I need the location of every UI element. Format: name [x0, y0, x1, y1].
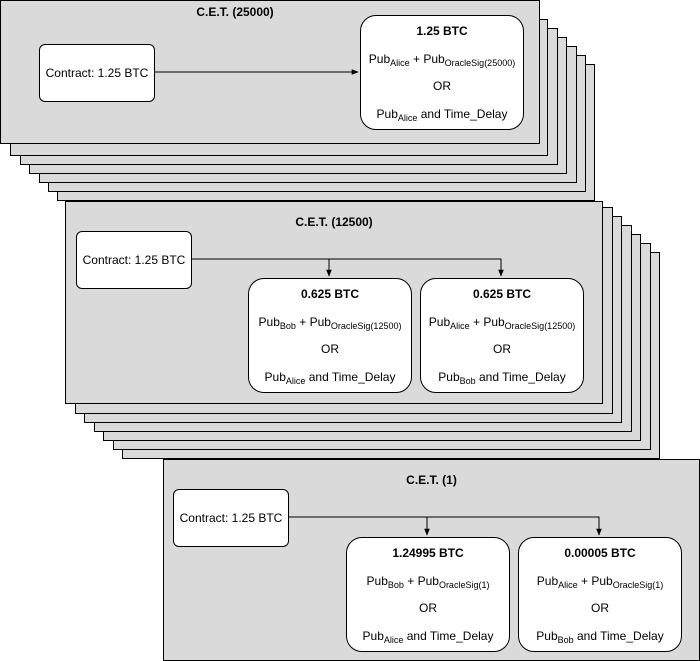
arrow-contract-to-output: [329, 258, 504, 277]
output-condition-timelock: PubAlice and Time_Delay: [264, 370, 396, 386]
output-box: 0.625 BTC PubBob + PubOracleSig(12500) O…: [248, 278, 412, 393]
output-or: OR: [321, 342, 339, 356]
contract-label: Contract: 1.25 BTC: [82, 253, 186, 267]
arrow-contract-to-output: [288, 516, 430, 536]
contract-box: Contract: 1.25 BTC: [173, 489, 289, 547]
output-condition-timelock: PubAlice and Time_Delay: [376, 107, 508, 123]
output-box: 1.24995 BTC PubBob + PubOracleSig(1) OR …: [346, 537, 510, 652]
output-amount: 0.625 BTC: [472, 287, 532, 301]
output-box: 0.625 BTC PubAlice + PubOracleSig(12500)…: [420, 278, 584, 393]
output-or: OR: [433, 79, 451, 93]
output-condition-primary: PubAlice + PubOracleSig(12500): [428, 315, 576, 331]
output-or: OR: [591, 601, 609, 615]
output-condition-timelock: PubAlice and Time_Delay: [362, 629, 494, 645]
panel-title: C.E.T. (1): [406, 473, 457, 487]
output-amount: 1.25 BTC: [416, 24, 468, 38]
output-or: OR: [493, 342, 511, 356]
output-condition-timelock: PubBob and Time_Delay: [536, 629, 664, 645]
output-amount: 0.625 BTC: [300, 287, 360, 301]
output-amount: 1.24995 BTC: [392, 546, 464, 560]
output-amount: 0.00005 BTC: [564, 546, 636, 560]
cet-panel-25000: C.E.T. (25000) Contract: 1.25 BTC 1.25 B…: [0, 0, 540, 144]
output-condition-primary: PubAlice + PubOracleSig(1): [536, 574, 664, 590]
output-condition-primary: PubAlice + PubOracleSig(25000): [368, 52, 516, 68]
arrow-contract-to-output: [191, 258, 332, 277]
contract-label: Contract: 1.25 BTC: [45, 66, 149, 80]
output-box: 0.00005 BTC PubAlice + PubOracleSig(1) O…: [518, 537, 682, 652]
panel-title: C.E.T. (12500): [295, 215, 373, 229]
contract-box: Contract: 1.25 BTC: [76, 231, 192, 289]
cet-panel-1: C.E.T. (1) Contract: 1.25 BTC 1.24995 BT…: [163, 459, 700, 661]
output-condition-primary: PubBob + PubOracleSig(12500): [258, 315, 402, 331]
arrow-contract-to-output: [427, 516, 602, 536]
output-condition-timelock: PubBob and Time_Delay: [438, 370, 566, 386]
cet-panel-12500: C.E.T. (12500) Contract: 1.25 BTC 0.625 …: [65, 201, 603, 404]
contract-box: Contract: 1.25 BTC: [39, 44, 155, 102]
output-box: 1.25 BTC PubAlice + PubOracleSig(25000) …: [360, 15, 524, 130]
panel-title: C.E.T. (25000): [196, 5, 274, 19]
contract-label: Contract: 1.25 BTC: [179, 511, 283, 525]
output-condition-primary: PubBob + PubOracleSig(1): [366, 574, 490, 590]
output-or: OR: [419, 601, 437, 615]
